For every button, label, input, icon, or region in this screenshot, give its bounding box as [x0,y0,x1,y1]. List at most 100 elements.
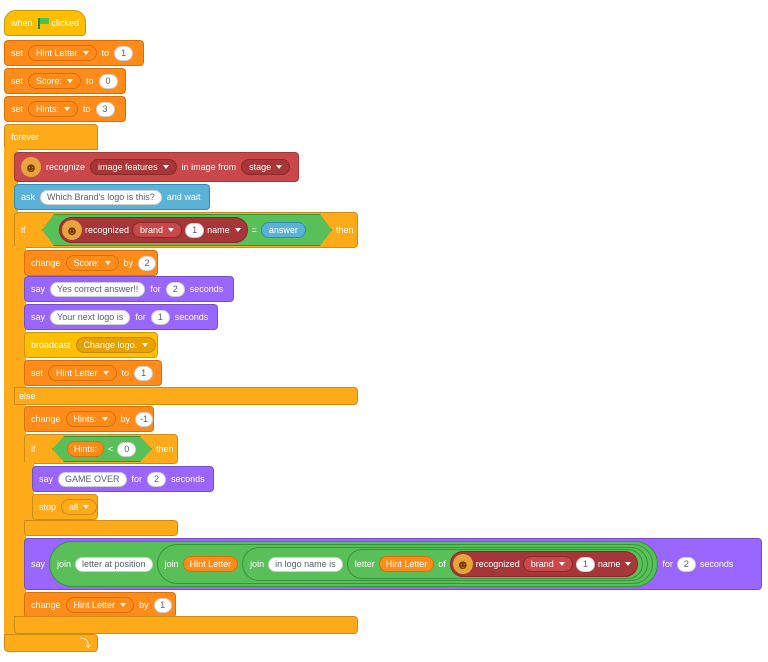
variable-name: Score: [73,258,100,268]
ml-head-icon: ☻ [21,157,41,177]
join-reporter[interactable]: join letter at position join Hint Letter… [49,541,659,587]
broadcast-label: broadcast [31,340,71,350]
letter-label: letter [354,559,375,569]
when-flag-clicked-block[interactable]: when clicked [4,10,86,36]
to-label: to [101,48,110,58]
hint-letter-reporter[interactable]: Hint Letter [378,556,435,572]
answer-reporter[interactable]: answer [261,222,306,238]
equals-sign: = [251,225,257,235]
recognized-brand-reporter[interactable]: ☻ recognized brand 1 name [449,551,639,577]
set-hint-letter-block[interactable]: set Hint Letter to 1 [4,40,144,66]
value-input[interactable]: 3 [95,101,115,117]
recognize-image-block[interactable]: ☻ recognize image features in image from… [14,152,299,182]
join-text-input[interactable]: letter at position [75,556,153,572]
forever-block[interactable]: forever [4,124,98,150]
stop-option: all [69,502,79,512]
join-label: join [57,559,72,569]
message-input[interactable]: Your next logo is [50,309,131,325]
for-label: for [662,559,673,569]
forever-label: forever [11,132,40,142]
question-input[interactable]: Which Brand's logo is this? [40,189,162,205]
feature-dropdown[interactable]: image features [90,159,177,175]
then-label: then [336,225,354,235]
else-label: else [19,391,36,401]
set-score-block[interactable]: set Score: to 0 [4,68,126,94]
join-text-input[interactable]: in logo name is [268,556,343,572]
value-input[interactable]: 0 [98,73,118,89]
compare-input[interactable]: 0 [117,442,136,457]
equals-condition[interactable]: ☻ recognized brand 1 name = answer [42,214,332,246]
say-label: say [31,312,46,322]
stop-dropdown[interactable]: all [61,499,98,515]
change-hint-letter-block[interactable]: change Hint Letter by 1 [24,592,176,618]
say-game-over-block[interactable]: say GAME OVER for 2 seconds [32,466,214,492]
value-input[interactable]: 1 [153,597,172,613]
source-value: stage [249,162,272,172]
brand-dropdown[interactable]: brand [132,222,182,238]
variable-dropdown[interactable]: Hints: [28,101,79,117]
stop-block[interactable]: stop all [32,494,98,520]
join-label: join [164,559,179,569]
value-input[interactable]: 2 [138,255,157,271]
hint-letter-reporter[interactable]: Hint Letter [182,556,239,572]
seconds-input[interactable]: 1 [150,309,170,325]
change-hints-block[interactable]: change Hints: by -1 [24,406,154,432]
of-label: of [438,559,446,569]
index-input[interactable]: 1 [185,223,204,238]
variable-dropdown[interactable]: Hint Letter [48,365,117,381]
join-reporter[interactable]: join Hint Letter join in logo name is le… [156,544,654,584]
set-hints-block[interactable]: set Hints: to 3 [4,96,126,122]
value-input[interactable]: 1 [114,45,134,61]
variable-name: Hint Letter [36,48,78,58]
variable-name: Hints: [73,414,97,424]
and-wait-label: and wait [166,192,201,202]
for-label: for [135,312,146,322]
say-label: say [31,284,46,294]
loop-arrow-icon: ⤵ [80,638,91,650]
less-than-condition[interactable]: Hints: < 0 [52,436,152,462]
ml-head-icon: ☻ [62,220,82,240]
set-hint-letter-block[interactable]: set Hint Letter to 1 [24,360,162,386]
to-label: to [86,76,94,86]
source-dropdown[interactable]: stage [241,159,291,175]
brand-dropdown[interactable]: brand [522,556,573,572]
message-dropdown[interactable]: Change logo. [75,337,157,353]
green-flag-icon [37,17,49,29]
say-join-block[interactable]: say join letter at position join Hint Le… [24,538,762,590]
change-score-block[interactable]: change Score: by 2 [24,250,158,276]
feature-value: image features [98,162,158,172]
variable-dropdown[interactable]: Score: [28,73,82,89]
forever-footer: ⤵ [4,634,98,652]
set-label: set [11,104,24,114]
broadcast-block[interactable]: broadcast Change logo. [24,332,158,358]
if-label: if [21,225,26,235]
seconds-label: seconds [174,312,209,322]
seconds-input[interactable]: 2 [676,556,696,572]
hints-reporter[interactable]: Hints: [67,441,104,457]
set-label: set [11,48,24,58]
message-input[interactable]: Yes correct answer!! [50,281,146,297]
letter-of-reporter[interactable]: letter Hint Letter of ☻ recognized brand… [346,549,644,579]
variable-dropdown[interactable]: Hint Letter [65,597,135,613]
variable-name: Hint Letter [73,600,116,610]
index-input[interactable]: 1 [575,556,595,572]
ask-and-wait-block[interactable]: ask Which Brand's logo is this? and wait [14,184,210,210]
set-label: set [31,368,44,378]
else-section: else [14,387,358,405]
join-reporter[interactable]: join in logo name is letter Hint Letter … [242,547,649,581]
say-correct-block[interactable]: say Yes correct answer!! for 2 seconds [24,276,234,302]
value-input[interactable]: -1 [135,411,154,427]
recognized-brand-reporter[interactable]: ☻ recognized brand 1 name [59,217,248,243]
value-input[interactable]: 1 [134,365,154,381]
variable-dropdown[interactable]: Hints: [65,411,116,427]
stop-label: stop [39,502,57,512]
recognize-label: recognize [46,162,86,172]
seconds-input[interactable]: 2 [147,471,167,487]
change-label: change [31,414,61,424]
variable-dropdown[interactable]: Hint Letter [28,45,97,61]
join-label: join [250,559,265,569]
say-next-logo-block[interactable]: say Your next logo is for 1 seconds [24,304,218,330]
message-input[interactable]: GAME OVER [58,471,127,487]
variable-dropdown[interactable]: Score: [65,255,119,271]
seconds-input[interactable]: 2 [165,281,185,297]
